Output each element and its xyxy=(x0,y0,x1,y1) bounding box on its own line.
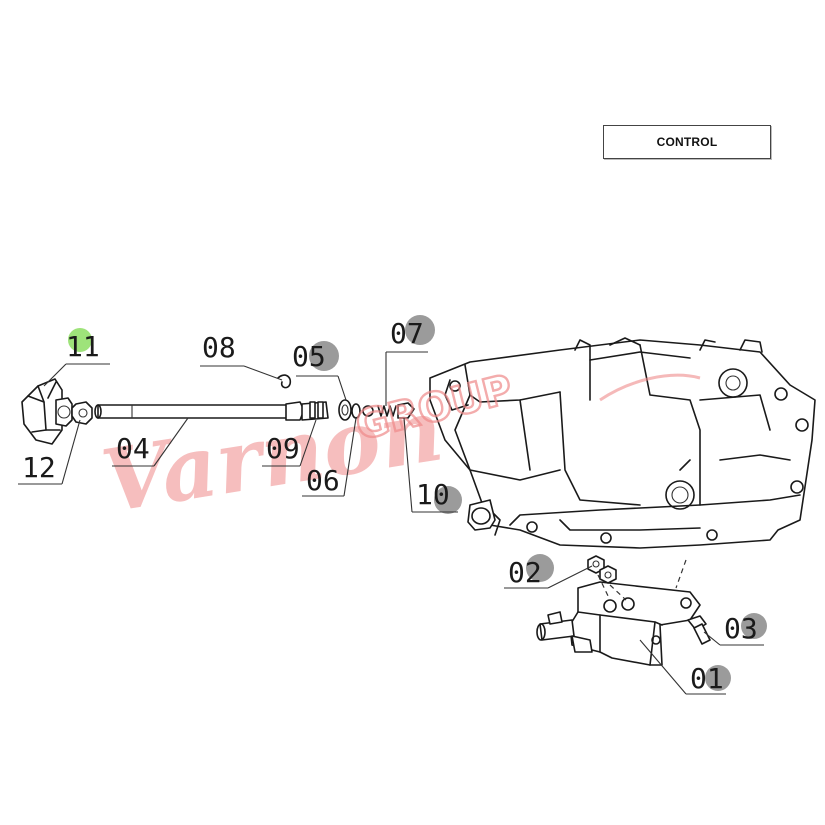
callout-02: 02 xyxy=(504,554,593,589)
callout-09: 09 xyxy=(262,419,317,467)
control-valve-part xyxy=(536,581,701,666)
callout-03-label: 03 xyxy=(724,612,758,645)
callout-12: 12 xyxy=(18,419,81,485)
bolt-part-03 xyxy=(687,615,711,645)
housing-part xyxy=(429,337,816,549)
nut-part-02 xyxy=(587,555,627,601)
ring-part-05 xyxy=(338,399,352,421)
callout-10-label: 10 xyxy=(416,478,450,511)
nut-part-12 xyxy=(71,401,93,425)
callout-06-label: 06 xyxy=(306,464,340,497)
callout-06: 06 xyxy=(302,417,357,497)
spool-part-09 xyxy=(301,401,329,421)
callout-01: 01 xyxy=(639,639,731,695)
callout-08: 08 xyxy=(200,331,283,381)
callout-08-label: 08 xyxy=(202,331,236,364)
callout-04: 04 xyxy=(112,417,189,467)
plug-part-10 xyxy=(397,402,415,419)
ball-part xyxy=(362,405,374,417)
section-title-box: CONTROL xyxy=(603,125,771,159)
callout-09-label: 09 xyxy=(266,432,300,465)
spring-part-07 xyxy=(377,405,397,417)
callout-10: 10 xyxy=(403,417,462,514)
callout-07: 07 xyxy=(385,315,435,406)
clip-part-08 xyxy=(277,374,292,389)
knob-part-11 xyxy=(21,378,73,445)
callout-11: 11 xyxy=(43,328,110,387)
callout-03: 03 xyxy=(703,612,767,646)
section-title: CONTROL xyxy=(656,135,718,149)
callout-05-label: 05 xyxy=(292,340,326,373)
callout-01-label: 01 xyxy=(690,662,724,695)
assembly-guide-line xyxy=(675,559,687,589)
callout-highlight-marker xyxy=(68,328,92,352)
shaft-part-04 xyxy=(94,401,305,421)
callout-11-label: 11 xyxy=(66,330,100,363)
callout-05: 05 xyxy=(292,340,347,401)
callout-04-label: 04 xyxy=(116,432,150,465)
callout-07-label: 07 xyxy=(390,317,424,350)
callout-12-label: 12 xyxy=(22,451,56,484)
callout-02-label: 02 xyxy=(508,556,542,589)
